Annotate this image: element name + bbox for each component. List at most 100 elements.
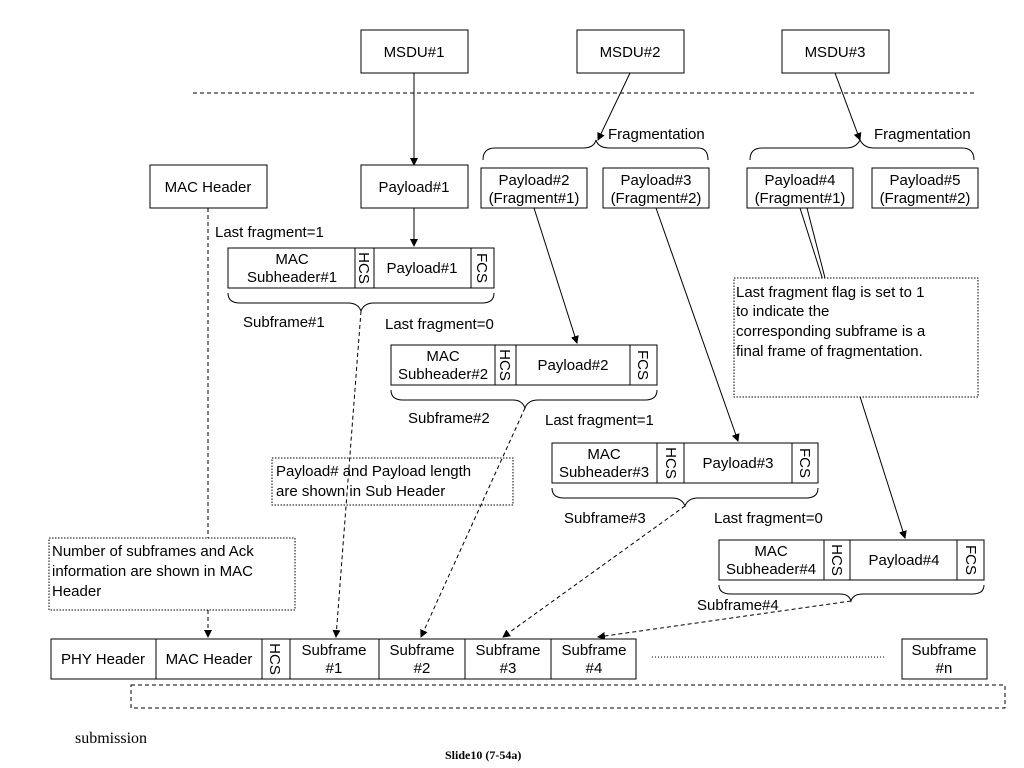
subframe-3-brace: [551, 487, 819, 508]
subframe-1-subheader-line2: Subheader#1: [247, 269, 337, 286]
subframe-2-label: Subframe#2: [408, 410, 490, 427]
subframe-3-fcs: FCS: [796, 448, 813, 478]
mac-header-label: MAC Header: [165, 179, 252, 196]
payload-4-label: Payload#4: [765, 172, 836, 189]
frame-hcs: HCS: [266, 643, 283, 675]
subframe-4-label: Subframe#4: [697, 597, 779, 614]
payload-5-fragment: (Fragment#2): [880, 190, 971, 207]
frame-subframe-1-line2: #1: [326, 660, 343, 677]
subframe-3-subheader-line1: MAC: [587, 446, 621, 463]
subframe-1-block: MAC Subheader#1 HCS Payload#1 FCS: [227, 247, 495, 289]
msdu-1-label: MSDU#1: [384, 44, 445, 61]
note-mac-header-info: Number of subframes and Ack information …: [48, 537, 296, 611]
payload-2-box: Payload#2 (Fragment#1): [480, 167, 588, 209]
frame-subframe-4-line1: Subframe: [561, 642, 626, 659]
frame-subframe-2-line2: #2: [414, 660, 431, 677]
subframe-4-fcs: FCS: [962, 545, 979, 575]
subframe-2-fcs: FCS: [634, 350, 651, 380]
fragmentation-label-1: Fragmentation: [608, 126, 705, 143]
footer-submission: submission: [75, 730, 148, 747]
note-last-fragment-line2: to indicate the: [736, 303, 829, 320]
fragmentation-label-2: Fragmentation: [874, 126, 971, 143]
payload-4-box: Payload#4 (Fragment#1): [746, 167, 854, 209]
subframe-2-brace: [390, 389, 658, 410]
subframe-2-subheader-line1: MAC: [426, 348, 460, 365]
subframe-1-payload: Payload#1: [387, 260, 458, 277]
arrow-payload2-subframe2: [533, 207, 579, 344]
dash-subframe1-to-frame: [332, 310, 362, 638]
subframe-4-subheader-line2: Subheader#4: [726, 561, 816, 578]
payload-2-fragment: (Fragment#1): [489, 190, 580, 207]
subframe-1-hcs: HCS: [355, 252, 372, 284]
payload-4-fragment: (Fragment#1): [755, 190, 846, 207]
aggregated-frame: PHY Header MAC Header HCS Subframe #1 Su…: [50, 638, 637, 680]
arrow-payload3-subframe3: [655, 207, 740, 442]
msdu-3-box: MSDU#3: [781, 29, 890, 74]
note-mac-header-line3: Header: [52, 583, 101, 600]
payload-3-label: Payload#3: [621, 172, 692, 189]
footer-slide-number: Slide10 (7-54a): [445, 748, 522, 762]
frame-mac-header: MAC Header: [166, 651, 253, 668]
note-last-fragment-line3: corresponding subframe is a: [736, 323, 926, 340]
subframe-3-payload: Payload#3: [703, 455, 774, 472]
subframe-3-block: MAC Subheader#3 HCS Payload#3 FCS: [551, 442, 819, 484]
payload-3-box: Payload#3 (Fragment#2): [602, 167, 710, 209]
subframe-2-payload: Payload#2: [538, 357, 609, 374]
frame-subframe-3-line2: #3: [500, 660, 517, 677]
frame-subframe-3-line1: Subframe: [475, 642, 540, 659]
payload-2-label: Payload#2: [499, 172, 570, 189]
payload-5-box: Payload#5 (Fragment#2): [871, 167, 979, 209]
last-fragment-label-3: Last fragment=1: [545, 412, 654, 429]
note-sub-header-line1: Payload# and Payload length: [276, 463, 471, 480]
note-mac-header-line1: Number of subframes and Ack: [52, 543, 254, 560]
connector-payload4-note: [806, 207, 826, 279]
subframe-2-block: MAC Subheader#2 HCS Payload#2 FCS: [390, 344, 658, 386]
subframe-4-subheader-line1: MAC: [754, 543, 788, 560]
frame-subframe-2-line1: Subframe: [389, 642, 454, 659]
subframe-2-hcs: HCS: [496, 349, 513, 381]
payload-5-label: Payload#5: [890, 172, 961, 189]
msdu-1-box: MSDU#1: [360, 29, 469, 74]
frame-subframe-n-line2: #n: [936, 660, 953, 677]
frame-phy-header: PHY Header: [61, 651, 145, 668]
subframe-4-payload: Payload#4: [869, 552, 940, 569]
mac-header-box: MAC Header: [149, 164, 268, 209]
bottom-dashed-box: [130, 684, 1006, 709]
subframe-3-subheader-line2: Subheader#3: [559, 464, 649, 481]
payload-1-box: Payload#1: [360, 164, 469, 209]
last-fragment-label-2: Last fragment=0: [385, 316, 494, 333]
dash-subframe2-to-frame: [420, 407, 526, 638]
arrow-msdu2-fragmentation: [597, 72, 631, 141]
fragmentation-brace-2: [749, 138, 975, 161]
frame-subframe-n: Subframe #n: [901, 638, 988, 680]
last-fragment-label-4: Last fragment=0: [714, 510, 823, 527]
note-last-fragment-line4: final frame of fragmentation.: [736, 343, 923, 360]
msdu-2-label: MSDU#2: [600, 44, 661, 61]
note-last-fragment-flag: Last fragment flag is set to 1 to indica…: [733, 277, 979, 398]
subframe-1-subheader-line1: MAC: [275, 251, 309, 268]
subframe-3-hcs: HCS: [662, 447, 679, 479]
dash-subframe3-to-frame: [502, 505, 686, 638]
last-fragment-label-1: Last fragment=1: [215, 224, 324, 241]
subframe-1-label: Subframe#1: [243, 314, 325, 331]
arrow-msdu3-fragmentation: [834, 72, 862, 141]
frame-subframe-1-line1: Subframe: [301, 642, 366, 659]
subframe-4-block: MAC Subheader#4 HCS Payload#4 FCS: [718, 539, 985, 581]
subframe-2-subheader-line2: Subheader#2: [398, 366, 488, 383]
fragmentation-brace-1: [482, 139, 709, 161]
frame-subframe-n-line1: Subframe: [911, 642, 976, 659]
msdu-2-box: MSDU#2: [576, 29, 685, 74]
payload-3-fragment: (Fragment#2): [611, 190, 702, 207]
dash-subframe4-to-frame: [597, 600, 852, 640]
subframe-1-fcs: FCS: [473, 253, 490, 283]
note-sub-header-info: Payload# and Payload length are shown in…: [271, 457, 514, 506]
payload-1-label: Payload#1: [379, 179, 450, 196]
note-last-fragment-line1: Last fragment flag is set to 1: [736, 284, 924, 301]
note-mac-header-line2: information are shown in MAC: [52, 563, 253, 580]
subframe-1-brace: [227, 292, 495, 313]
subframe-3-label: Subframe#3: [564, 510, 646, 527]
subframe-4-hcs: HCS: [828, 544, 845, 576]
frame-subframe-4-line2: #4: [586, 660, 603, 677]
note-sub-header-line2: are shown in Sub Header: [276, 483, 445, 500]
msdu-3-label: MSDU#3: [805, 44, 866, 61]
